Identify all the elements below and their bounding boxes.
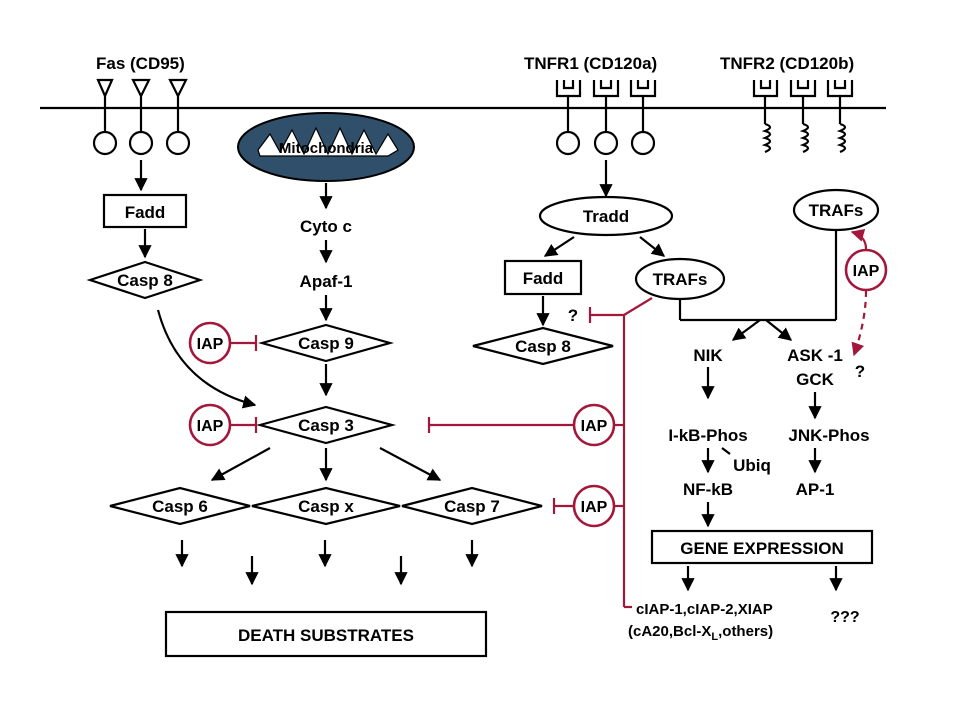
casp9-diamond bbox=[257, 323, 395, 363]
arrows-to-death-substrates bbox=[175, 540, 479, 586]
nfkb-label: NF-kB bbox=[683, 480, 733, 499]
arrow-tradd-to-fadd bbox=[543, 236, 575, 257]
mitochondria-label: Mitochondria bbox=[279, 140, 374, 157]
tradd-ellipse bbox=[538, 195, 674, 237]
ubiq-label: Ubiq bbox=[733, 456, 771, 475]
casp8-left-label: Casp 8 bbox=[117, 271, 173, 290]
question-mark-casp8: ? bbox=[568, 306, 578, 325]
ubiq-tick bbox=[721, 447, 731, 455]
iap-inhibitor-casp9: IAP bbox=[188, 321, 258, 365]
fadd-left-box bbox=[102, 193, 188, 229]
mitochondria: Mitochondria bbox=[237, 112, 415, 182]
tnfr2-receptor-trimer bbox=[752, 80, 854, 154]
tnfr1-receptor-label: TNFR1 (CD120a) bbox=[524, 54, 657, 73]
trafs-to-kinases-connector bbox=[678, 231, 838, 341]
iap-right-label: IAP bbox=[853, 263, 880, 280]
arrow-tradd-to-trafs bbox=[639, 236, 666, 257]
casp6-diamond bbox=[109, 486, 251, 526]
iap-inhibitor-casp3-left: IAP bbox=[188, 403, 258, 447]
death-substrates-label: DEATH SUBSTRATES bbox=[238, 626, 414, 645]
death-substrates-box bbox=[164, 610, 488, 658]
unknown-products-label: ??? bbox=[830, 609, 859, 626]
fadd-right-box bbox=[503, 259, 583, 296]
trafs-mid-label: TRAFs bbox=[653, 270, 708, 289]
arrow-casp3-to-casp7 bbox=[379, 447, 442, 481]
gck-label: GCK bbox=[796, 370, 835, 389]
fadd-right-label: Fadd bbox=[523, 269, 564, 288]
casp7-label: Casp 7 bbox=[444, 497, 500, 516]
arrow-casp3-to-casp6 bbox=[210, 447, 271, 481]
casp8-right-diamond bbox=[472, 326, 614, 366]
iap-casp9-label: IAP bbox=[197, 336, 224, 353]
trafs-right-ellipse bbox=[792, 188, 880, 232]
apaf1-label: Apaf-1 bbox=[300, 272, 353, 291]
casp6-label: Casp 6 bbox=[152, 497, 208, 516]
arrow-casp8-to-casp3 bbox=[156, 309, 257, 409]
cyto-c-label: Cyto c bbox=[300, 217, 352, 236]
tnfr2-receptor-label: TNFR2 (CD120b) bbox=[720, 54, 854, 73]
iap-inhibitor-casp3-right: IAP bbox=[427, 403, 624, 447]
ask1-label: ASK -1 bbox=[787, 346, 843, 365]
products-line2-sub: L bbox=[711, 631, 718, 643]
products-line1: cIAP-1,cIAP-2,XIAP bbox=[636, 601, 773, 618]
trafs-inhibitory-line bbox=[588, 297, 653, 609]
caspx-label: Casp x bbox=[298, 497, 354, 516]
iap-casp3-right-label: IAP bbox=[581, 418, 608, 435]
nik-label: NIK bbox=[693, 346, 723, 365]
casp8-right-label: Casp 8 bbox=[515, 337, 571, 356]
trafs-mid-ellipse bbox=[634, 257, 726, 301]
ap1-label: AP-1 bbox=[796, 480, 835, 499]
iap-casp3-left-label: IAP bbox=[197, 418, 224, 435]
fadd-left-label: Fadd bbox=[125, 203, 166, 222]
tradd-label: Tradd bbox=[583, 207, 629, 226]
iap-casp7-label: IAP bbox=[581, 499, 608, 516]
casp3-diamond bbox=[255, 405, 397, 445]
gene-expression-box bbox=[650, 529, 874, 565]
fas-receptor-label: Fas (CD95) bbox=[96, 54, 185, 73]
casp8-left-diamond bbox=[86, 260, 204, 300]
iap-inhibitor-casp7: IAP bbox=[552, 484, 624, 528]
products-line2-pre: (cA20,Bcl-X bbox=[628, 623, 711, 640]
products-line2-post: ,others) bbox=[718, 623, 773, 640]
iap-right-regulator: IAP bbox=[844, 228, 888, 357]
ikb-phos-label: I-kB-Phos bbox=[668, 426, 747, 445]
products-line2: (cA20,Bcl-XL,others) bbox=[628, 623, 773, 643]
jnk-phos-label: JNK-Phos bbox=[788, 426, 869, 445]
casp9-label: Casp 9 bbox=[298, 334, 354, 353]
gene-expression-label: GENE EXPRESSION bbox=[680, 539, 843, 558]
casp7-diamond bbox=[401, 486, 543, 526]
caspx-diamond bbox=[251, 486, 401, 526]
tnfr1-receptor-trimer bbox=[555, 80, 657, 156]
question-mark-ask1: ? bbox=[855, 362, 865, 381]
trafs-right-label: TRAFs bbox=[809, 201, 864, 220]
fas-receptor-trimer bbox=[92, 78, 191, 156]
casp3-label: Casp 3 bbox=[298, 416, 354, 435]
